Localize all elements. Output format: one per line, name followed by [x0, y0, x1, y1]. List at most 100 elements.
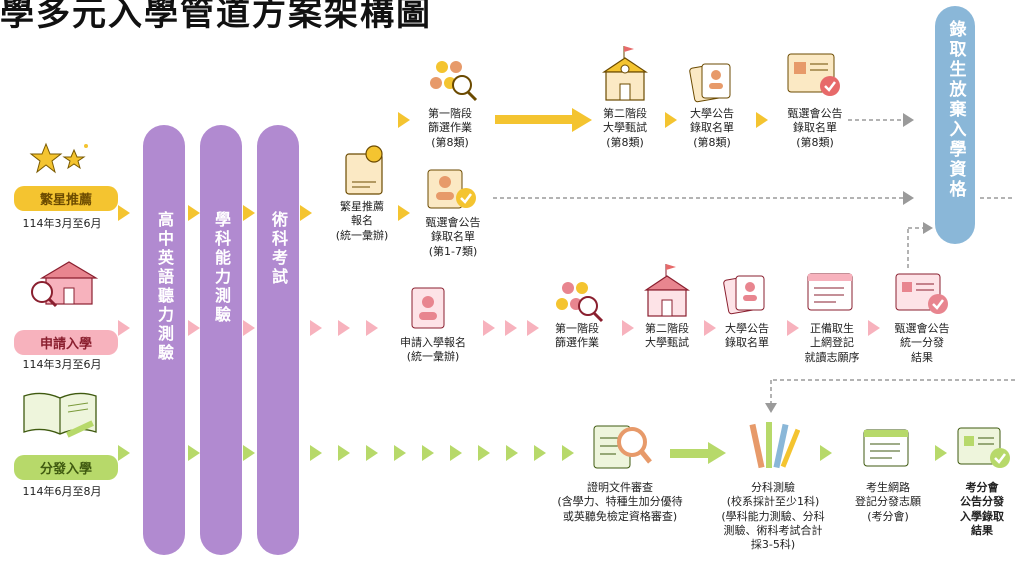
node-line: 甄選會公告 [894, 322, 950, 335]
node-line: 考分會 [965, 481, 999, 494]
track-dist-label: 分發入學 [14, 455, 118, 480]
dist-review-node: 證明文件審查 (含學力、特種生加分優待 或英聽免檢定資格審查) [542, 481, 698, 524]
people-search-icon [424, 55, 484, 109]
node-line: 錄取名單 [690, 121, 734, 135]
node-line: 公告分發 [960, 495, 1004, 509]
right-bar-label: 錄取生放棄入學資格 [945, 20, 966, 200]
dist-register-node: 考生網路 登記分發志願 (考分會) [846, 481, 930, 524]
star-row-arrows [118, 205, 312, 221]
exam-bar-english-listening: 高中英語聽力測驗 [143, 125, 185, 555]
exam-label: 術科考試 [269, 211, 288, 287]
document-review-icon [590, 418, 654, 478]
node-line: 或英聽免檢定資格審查) [562, 509, 678, 523]
node-line: 分科測驗 [751, 481, 795, 494]
online-form-icon [806, 272, 856, 320]
node-line: 第二階段 [645, 322, 689, 335]
node-line: 報名 [351, 214, 373, 228]
node-line: 大學甄試 [603, 121, 647, 135]
approved-list-icon [892, 270, 952, 322]
school-icon [642, 262, 692, 322]
node-line: 第一階段 [428, 107, 472, 120]
star-univ-announce-node: 大學公告 錄取名單 (第8類) [675, 107, 749, 150]
art-brushes-icon [744, 418, 801, 478]
page-title: 學多元入學管道方案架構圖 [0, 0, 432, 34]
profile-check-icon [424, 166, 480, 216]
right-bar-give-up: 錄取生放棄入學資格 [935, 6, 975, 244]
node-line: (統一彙辦) [406, 350, 460, 364]
node-line: 錄取名單 [793, 121, 837, 135]
certificate-icon [340, 142, 390, 202]
node-line: 考生網路 [866, 481, 910, 494]
node-line: 大學甄試 [645, 336, 689, 350]
node-line: 統一分發 [900, 336, 944, 350]
exam-bar-technical: 術科考試 [257, 125, 299, 555]
node-line: (含學力、特種生加分優待 [557, 495, 683, 509]
node-line: 入學錄取 [960, 509, 1004, 523]
apply-row-arrows [118, 320, 880, 336]
node-line: 錄取名單 [431, 230, 475, 244]
node-line: 上網登記 [810, 336, 854, 350]
exam-label: 高中英語聽力測驗 [155, 211, 174, 363]
node-line: 第二階段 [603, 107, 647, 120]
profile-cards-icon [688, 58, 734, 108]
online-form-icon [862, 428, 912, 476]
dist-result-node: 考分會 公告分發 入學錄取 結果 [950, 481, 1014, 538]
node-line: (統一彙辦) [335, 228, 389, 242]
apply-confirm-node: 正備取生 上網登記 就讀志願序 [794, 322, 870, 365]
node-line: 測驗、術科考試合計 [723, 523, 823, 537]
profile-card-icon [408, 286, 448, 334]
track-dist-date: 114年6月至8月 [22, 485, 102, 498]
school-magnifier-icon [28, 258, 99, 312]
stars-icon [28, 140, 93, 184]
node-line: 結果 [911, 350, 933, 364]
exam-bar-gsat: 學科能力測驗 [200, 125, 242, 555]
node-line: 甄選會公告 [787, 107, 843, 120]
node-line: 第一階段 [555, 322, 599, 335]
people-search-icon [550, 276, 610, 330]
node-line: 證明文件審查 [587, 481, 653, 494]
node-line: 錄取名單 [725, 336, 769, 350]
apply-univ-announce-node: 大學公告 錄取名單 [710, 322, 784, 351]
node-line: (第8類) [606, 135, 644, 149]
apply-register-node: 申請入學報名 (統一彙辦) [390, 336, 476, 365]
star-committee-8-node: 甄選會公告 錄取名單 (第8類) [772, 107, 858, 150]
track-apply-label: 申請入學 [14, 330, 118, 355]
node-line: 登記分發志願 [855, 495, 921, 509]
apply-stage1-node: 第一階段 篩選作業 [540, 322, 614, 351]
exam-label: 學科能力測驗 [212, 211, 231, 325]
star-stage1-node: 第一階段 篩選作業 (第8類) [410, 107, 490, 150]
dist-subject-node: 分科測驗 (校系採計至少1科) (學科能力測驗、分科 測驗、術科考試合計 採3-… [708, 481, 838, 552]
node-line: (第1-7類) [428, 244, 478, 258]
node-line: 篩選作業 [555, 336, 599, 350]
node-line: 大學公告 [725, 322, 769, 335]
track-star-date: 114年3月至6月 [22, 217, 102, 230]
approved-list-icon [956, 424, 1014, 476]
node-line: 就讀志願序 [804, 350, 860, 364]
node-line: (第8類) [693, 135, 731, 149]
node-line: 甄選會公告 [425, 216, 481, 229]
approved-list-icon [784, 50, 844, 104]
star-register-node: 繁星推薦 報名 (統一彙辦) [322, 200, 402, 243]
node-line: 繁星推薦 [340, 200, 384, 213]
open-book-icon [20, 388, 100, 444]
node-line: (第8類) [431, 135, 469, 149]
node-line: 採3-5科) [750, 538, 796, 552]
node-line: 篩選作業 [428, 121, 472, 135]
track-apply-date: 114年3月至6月 [22, 358, 102, 371]
star-committee-1-7-node: 甄選會公告 錄取名單 (第1-7類) [410, 216, 496, 259]
star-stage2-node: 第二階段 大學甄試 (第8類) [588, 107, 662, 150]
apply-stage2-node: 第二階段 大學甄試 [630, 322, 704, 351]
apply-committee-node: 甄選會公告 統一分發 結果 [884, 322, 960, 365]
node-line: (第8類) [796, 135, 834, 149]
node-line: 結果 [971, 523, 993, 537]
node-line: 正備取生 [810, 322, 854, 335]
node-line: (考分會) [867, 509, 909, 523]
node-line: 申請入學報名 [400, 336, 466, 349]
profile-cards-icon [722, 270, 768, 320]
school-icon [600, 44, 650, 106]
star-thick-arrow [495, 115, 575, 124]
node-line: 大學公告 [690, 107, 734, 120]
track-star-label: 繁星推薦 [14, 186, 118, 211]
dist-row-arrows [118, 445, 947, 461]
